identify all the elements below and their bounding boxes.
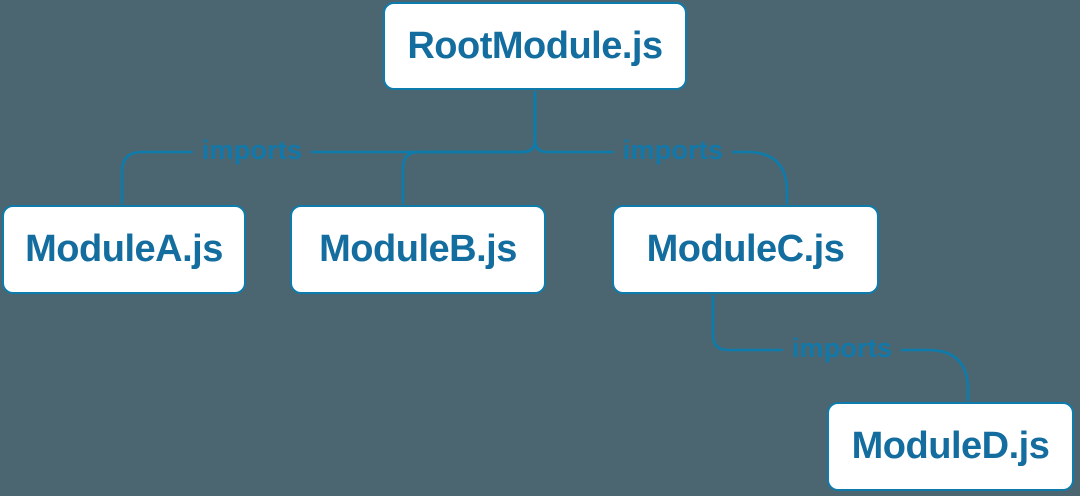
node-modulea: ModuleA.js [2,205,246,294]
node-rootmodule-label: RootModule.js [407,24,663,67]
node-modulea-label: ModuleA.js [25,228,223,270]
edge-label-imports-root-modulea: imports [192,135,312,166]
edge-rootmodule-to-modulea [120,91,537,204]
edge-modulec-to-moduled [711,295,970,401]
edge-rootmodule-to-modulec [533,91,789,204]
edge-label-imports-root-modulec: imports [613,135,733,166]
node-rootmodule: RootModule.js [383,2,687,90]
node-moduleb: ModuleB.js [290,205,546,294]
node-moduleb-label: ModuleB.js [319,228,517,270]
edge-rootmodule-to-moduleb [401,91,537,204]
node-moduled-label: ModuleD.js [851,425,1050,467]
edge-label-imports-modulec-moduled: imports [782,333,902,364]
node-modulec: ModuleC.js [612,205,879,294]
node-modulec-label: ModuleC.js [646,228,845,270]
node-moduled: ModuleD.js [827,402,1074,491]
